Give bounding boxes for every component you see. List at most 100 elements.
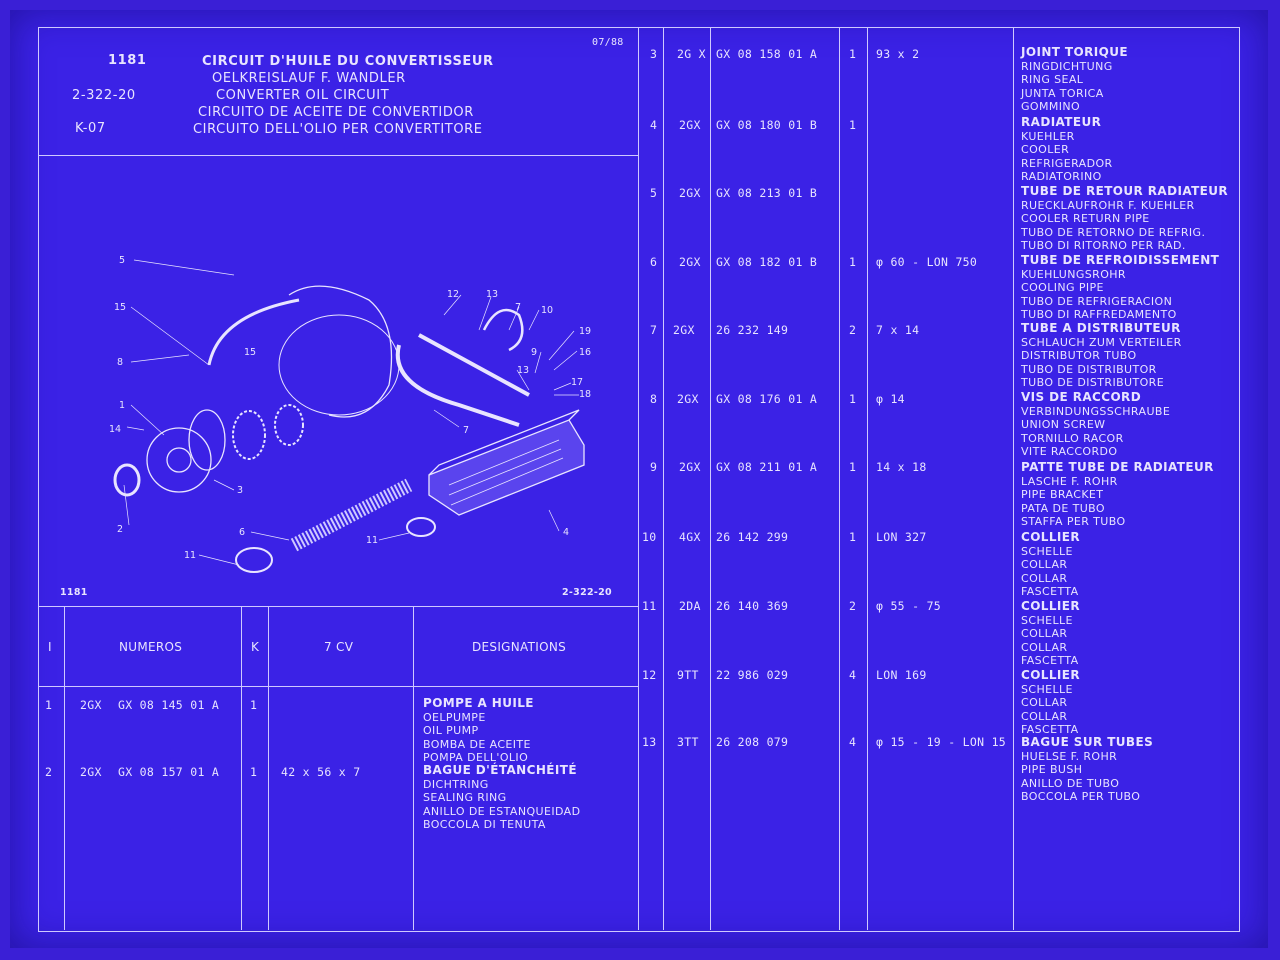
callout-11b: 11 bbox=[366, 535, 378, 546]
designation-it: TUBO DI RAFFREDAMENTO bbox=[1021, 308, 1177, 322]
diagram-code: 1181 bbox=[60, 587, 88, 598]
col-line bbox=[413, 606, 414, 930]
part-spec: φ 15 - 19 - LON 15 bbox=[876, 735, 1007, 749]
designation-it: FASCETTA bbox=[1021, 654, 1079, 668]
part-prefix: 2GX bbox=[80, 698, 102, 712]
callout-7b: 7 bbox=[463, 425, 469, 436]
col-header-index: I bbox=[48, 640, 52, 654]
callout-10: 10 bbox=[541, 305, 553, 316]
designation-es: PATA DE TUBO bbox=[1021, 501, 1105, 515]
part-number: 1 bbox=[45, 698, 53, 712]
designation-fr: COLLIER bbox=[1021, 668, 1081, 682]
part-prefix: 3TT bbox=[677, 735, 699, 749]
sheet-frame bbox=[38, 27, 1240, 932]
callout-8: 8 bbox=[117, 357, 123, 368]
designation-de: SCHLAUCH ZUM VERTEILER bbox=[1021, 335, 1182, 349]
part-spec: φ 60 - LON 750 bbox=[876, 255, 978, 269]
part-number: 12 bbox=[642, 668, 657, 682]
designation-de: HUELSE F. ROHR bbox=[1021, 749, 1118, 763]
part-prefix: 2GX bbox=[80, 765, 102, 779]
designation-es: JUNTA TORICA bbox=[1021, 86, 1104, 100]
part-ref: 26 208 079 bbox=[716, 735, 789, 749]
part-k: 1 bbox=[849, 255, 857, 269]
designation-it: BOCCOLA DI TENUTA bbox=[423, 818, 546, 832]
designation-es: TUBO DE RETORNO DE REFRIG. bbox=[1021, 225, 1206, 239]
part-prefix: 2GX bbox=[679, 118, 701, 132]
part-designations: TUBE A DISTRIBUTEUR SCHLAUCH ZUM VERTEIL… bbox=[1021, 321, 1182, 390]
callout-4: 4 bbox=[563, 527, 569, 538]
designation-it: STAFFA PER TUBO bbox=[1021, 515, 1126, 529]
part-prefix: 2DA bbox=[679, 599, 701, 613]
designation-de: SCHELLE bbox=[1021, 544, 1073, 558]
cooler-fins bbox=[448, 439, 564, 506]
part-spec: φ 55 - 75 bbox=[876, 599, 942, 613]
designation-en: COOLER RETURN PIPE bbox=[1021, 212, 1150, 226]
part-number: 11 bbox=[642, 599, 657, 613]
designation-es: COLLAR bbox=[1021, 571, 1068, 585]
designation-fr: BAGUE D'ÉTANCHÉITÉ bbox=[423, 763, 577, 777]
part-designations: RADIATEUR KUEHLER COOLER REFRIGERADOR RA… bbox=[1021, 115, 1113, 184]
collar-clamp bbox=[482, 308, 524, 352]
part-k: 1 bbox=[250, 765, 258, 779]
title-en: CONVERTER OIL CIRCUIT bbox=[216, 88, 390, 103]
diagram-ref: 2-322-20 bbox=[562, 587, 612, 598]
part-number: 4 bbox=[650, 118, 658, 132]
part-designations: TUBE DE REFROIDISSEMENT KUEHLUNGSROHR CO… bbox=[1021, 253, 1219, 322]
part-ref: GX 08 158 01 A bbox=[716, 47, 818, 61]
part-prefix: 9TT bbox=[677, 668, 699, 682]
part-designations: TUBE DE RETOUR RADIATEUR RUECKLAUFROHR F… bbox=[1021, 184, 1229, 253]
part-designations: COLLIER SCHELLE COLLAR COLLAR FASCETTA bbox=[1021, 668, 1081, 737]
part-number: 13 bbox=[642, 735, 657, 749]
part-designations: PATTE TUBE DE RADIATEUR LASCHE F. ROHR P… bbox=[1021, 460, 1214, 529]
designation-fr: TUBE DE RETOUR RADIATEUR bbox=[1021, 184, 1229, 198]
col-line bbox=[663, 27, 664, 930]
designation-en: COLLAR bbox=[1021, 696, 1068, 710]
part-spec: LON 169 bbox=[876, 668, 927, 682]
designation-fr: BAGUE SUR TUBES bbox=[1021, 735, 1154, 749]
part-k: 1 bbox=[849, 47, 857, 61]
part-ref: 26 142 299 bbox=[716, 530, 789, 544]
part-ref: GX 08 211 01 A bbox=[716, 460, 818, 474]
part-spec: 93 x 2 bbox=[876, 47, 920, 61]
distributor-tube-2 bbox=[418, 333, 530, 397]
sheet-k: K-07 bbox=[75, 121, 106, 136]
designation-en: DISTRIBUTOR TUBO bbox=[1021, 349, 1137, 363]
callout-9: 9 bbox=[531, 347, 537, 358]
part-prefix: 4GX bbox=[679, 530, 701, 544]
designation-fr: VIS DE RACCORD bbox=[1021, 390, 1142, 404]
callout-15: 15 bbox=[114, 302, 126, 313]
designation-es: COLLAR bbox=[1021, 709, 1068, 723]
designation-fr: POMPE A HUILE bbox=[423, 696, 534, 710]
designation-it: TUBO DE DISTRIBUTORE bbox=[1021, 376, 1165, 390]
part-ref: GX 08 145 01 A bbox=[118, 698, 220, 712]
part-prefix: 2GX bbox=[673, 323, 695, 337]
part-designations: COLLIER SCHELLE COLLAR COLLAR FASCETTA bbox=[1021, 530, 1081, 599]
designation-es: BOMBA DE ACEITE bbox=[423, 737, 531, 751]
callout-17: 17 bbox=[571, 377, 583, 388]
exploded-diagram: 5 15 8 15 1 14 2 3 6 11 12 13 7 10 19 16… bbox=[109, 255, 591, 573]
designation-en: COLLAR bbox=[1021, 558, 1068, 572]
callout-6: 6 bbox=[239, 527, 245, 538]
col-header-7cv: 7 CV bbox=[324, 640, 354, 654]
designation-es: COLLAR bbox=[1021, 640, 1068, 654]
part-k: 1 bbox=[849, 118, 857, 132]
part-ref: 26 140 369 bbox=[716, 599, 789, 613]
designation-de: KUEHLER bbox=[1021, 129, 1075, 143]
part-prefix: 2GX bbox=[679, 255, 701, 269]
sheet-ref: 2-322-20 bbox=[72, 88, 136, 103]
divider-center bbox=[638, 27, 639, 930]
col-line bbox=[839, 27, 840, 930]
designation-fr: COLLIER bbox=[1021, 530, 1081, 544]
part-spec: 7 x 14 bbox=[876, 323, 920, 337]
designation-en: RING SEAL bbox=[1021, 73, 1084, 87]
part-number: 3 bbox=[650, 47, 658, 61]
designation-de: LASCHE F. ROHR bbox=[1021, 474, 1118, 488]
return-pipe bbox=[207, 298, 300, 366]
part-designations: POMPE A HUILE OELPUMPE OIL PUMP BOMBA DE… bbox=[423, 696, 534, 765]
designation-en: COLLAR bbox=[1021, 627, 1068, 641]
callout-5: 5 bbox=[119, 255, 125, 266]
part-ref: GX 08 176 01 A bbox=[716, 392, 818, 406]
designation-fr: JOINT TORIQUE bbox=[1021, 45, 1128, 59]
designation-it: FASCETTA bbox=[1021, 585, 1079, 599]
designation-de: DICHTRING bbox=[423, 777, 489, 791]
